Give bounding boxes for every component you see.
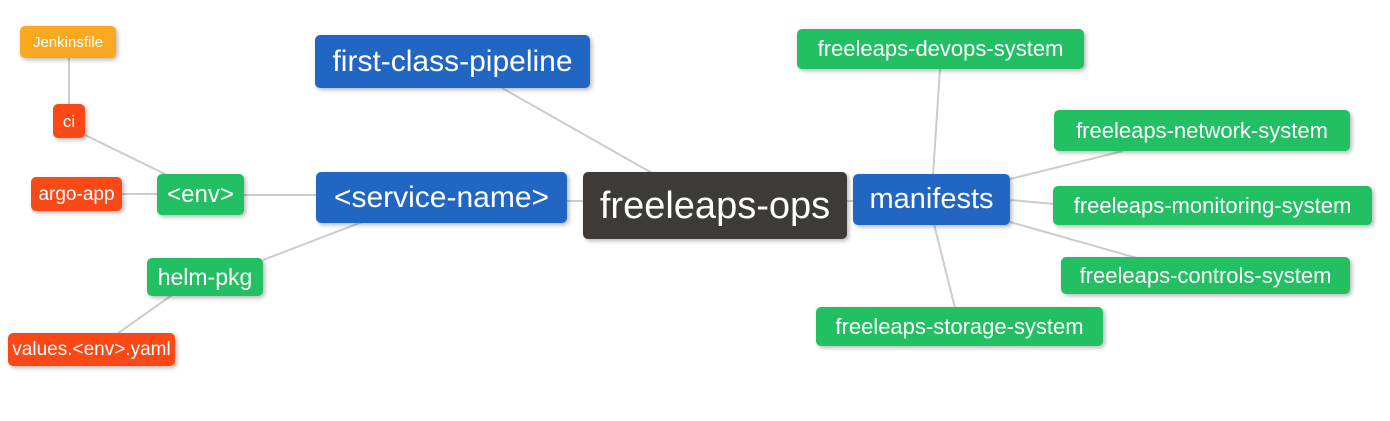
- edge-helm-pkg-values: [116, 294, 173, 335]
- node-freeleaps-network-system[interactable]: freeleaps-network-system: [1054, 110, 1350, 151]
- node-argo-app[interactable]: argo-app: [31, 177, 122, 211]
- node-freeleaps-monitoring-system[interactable]: freeleaps-monitoring-system: [1053, 186, 1372, 225]
- edge-manifests-controls: [1009, 221, 1138, 259]
- node-freeleaps-ops-center[interactable]: freeleaps-ops: [583, 172, 847, 239]
- node-values-env-yaml[interactable]: values.<env>.yaml: [8, 333, 175, 366]
- node-env[interactable]: <env>: [157, 174, 244, 215]
- edge-first-class-ops: [501, 87, 653, 174]
- edge-service-name-helm-pkg: [262, 221, 363, 261]
- node-jenkinsfile[interactable]: Jenkinsfile: [20, 26, 116, 58]
- edge-manifests-network: [1009, 150, 1124, 180]
- node-first-class-pipeline[interactable]: first-class-pipeline: [315, 35, 590, 88]
- edge-ci-env: [84, 134, 170, 177]
- edge-manifests-devops: [932, 68, 941, 176]
- node-freeleaps-storage-system[interactable]: freeleaps-storage-system: [816, 307, 1103, 346]
- edge-manifests-monitoring: [1009, 199, 1055, 205]
- node-freeleaps-controls-system[interactable]: freeleaps-controls-system: [1061, 257, 1350, 294]
- node-manifests[interactable]: manifests: [853, 174, 1010, 225]
- node-ci[interactable]: ci: [53, 104, 85, 138]
- node-helm-pkg[interactable]: helm-pkg: [147, 258, 263, 296]
- node-freeleaps-devops-system[interactable]: freeleaps-devops-system: [797, 29, 1084, 69]
- node-service-name[interactable]: <service-name>: [316, 172, 567, 223]
- edge-manifests-storage: [933, 223, 956, 309]
